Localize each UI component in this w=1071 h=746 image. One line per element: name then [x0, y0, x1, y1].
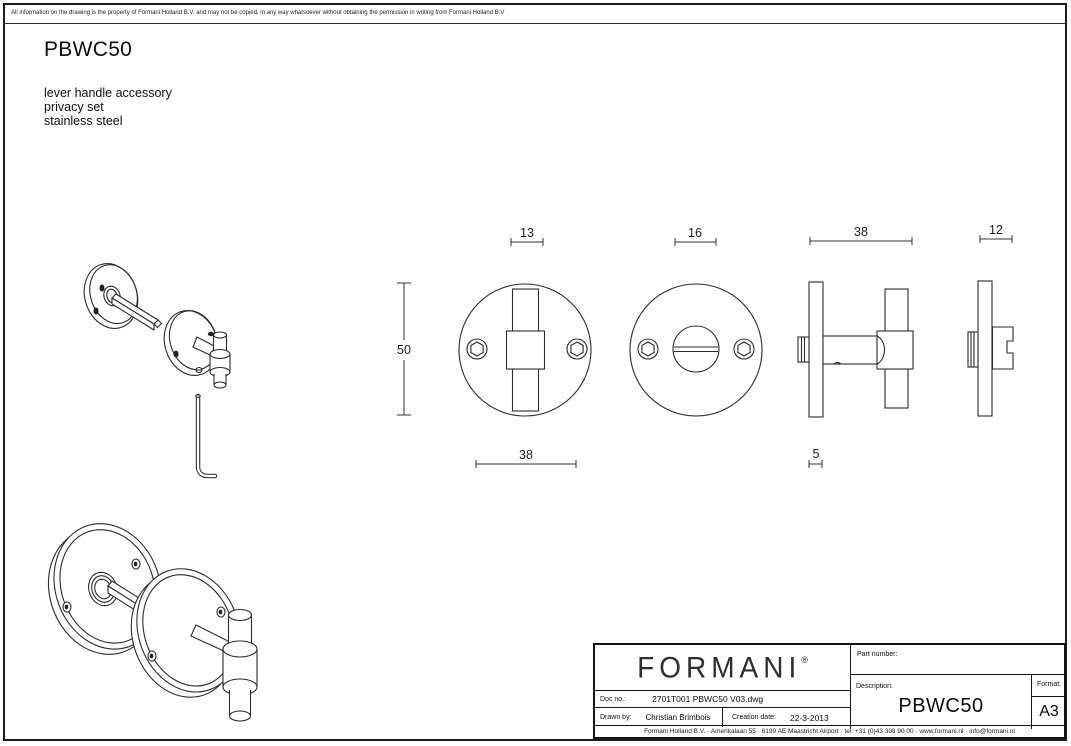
description-cell: Description: PBWC50 — [851, 675, 1032, 729]
company-contact-footer: Formani Holland B.V. · Amerikalaan 55 · … — [595, 725, 1064, 737]
dim-turn-length — [475, 460, 577, 468]
dimension-lines — [397, 235, 1013, 468]
thumb-turn — [207, 331, 231, 389]
dim-rosette-diameter — [397, 282, 411, 416]
doc-no-label: Doc no.: — [600, 695, 627, 703]
dim-label-50: 50 — [397, 343, 411, 357]
hex-screw-icon — [216, 606, 226, 618]
exploded-iso-view — [83, 263, 231, 479]
front-view — [458, 283, 592, 417]
dim-label-13: 13 — [520, 226, 534, 240]
description-label: Description: — [856, 683, 893, 690]
part-number-label: Part number: — [857, 651, 898, 658]
hex-screw-icon — [131, 558, 141, 570]
drawn-by-value: Christian Brimbois — [645, 713, 711, 722]
description-line: privacy set — [44, 100, 104, 114]
description-value: PBWC50 — [898, 695, 984, 717]
format-label: Format: — [1032, 675, 1066, 697]
hex-screw-icon — [637, 338, 659, 360]
drawn-by-row: Drawn by: Christian Brimbois Creation da… — [595, 708, 850, 727]
dim-label-5: 5 — [813, 447, 820, 461]
creation-date-label: Creation date: — [732, 714, 776, 721]
part-number-cell: Part number: — [851, 645, 1066, 675]
description-row: Description: PBWC50 Format: A3 — [851, 675, 1066, 729]
product-description: lever handle accessory privacy set stain… — [44, 86, 172, 128]
page-title: PBWC50 — [44, 38, 133, 61]
dim-back-release-width — [674, 238, 717, 246]
dim-label-38-top: 38 — [854, 225, 868, 239]
hex-screw-icon — [566, 338, 588, 360]
back-view — [629, 283, 763, 417]
copyright-disclaimer: All information on the drawing is the pr… — [5, 5, 1065, 24]
title-block-right: Part number: Description: PBWC50 Format:… — [851, 645, 1066, 729]
dim-side2-depth — [979, 235, 1013, 243]
description-line: lever handle accessory — [44, 86, 172, 100]
registered-trademark-icon: ® — [801, 653, 808, 665]
formani-logo: FORMANI® — [595, 645, 850, 691]
title-area: PBWC50 lever handle accessory privacy se… — [44, 38, 172, 128]
description-line: stainless steel — [44, 114, 123, 128]
hex-screw-icon — [466, 338, 488, 360]
format-cell: Format: A3 — [1032, 675, 1066, 729]
title-block-left: FORMANI® Doc no.: 2701T001 PBWC50 V03.dw… — [595, 645, 851, 729]
cell-divider — [722, 708, 723, 727]
hex-screw-icon — [733, 338, 755, 360]
dim-front-turn-width — [510, 238, 544, 246]
title-block: FORMANI® Doc no.: 2701T001 PBWC50 V03.dw… — [593, 643, 1066, 739]
dim-label-16: 16 — [688, 226, 702, 240]
doc-no-row: Doc no.: 2701T001 PBWC50 V03.dwg — [595, 691, 850, 708]
logo-text: FORMANI — [637, 650, 802, 684]
dim-label-38-bottom: 38 — [519, 448, 533, 462]
side-view-2 — [967, 280, 1014, 417]
drawn-by-label: Drawn by: — [600, 714, 632, 721]
dim-side-total-depth — [809, 237, 913, 245]
format-value: A3 — [1039, 703, 1059, 720]
hex-screw-icon — [147, 650, 157, 662]
creation-date-value: 22-3-2013 — [790, 712, 829, 723]
allen-key-icon — [195, 393, 218, 479]
hex-screw-icon — [62, 601, 72, 613]
dim-label-12: 12 — [989, 223, 1003, 237]
thumb-turn — [222, 608, 258, 722]
side-view — [797, 281, 914, 418]
assembled-iso-view — [47, 523, 258, 722]
dimension-labels: 13 16 38 12 50 38 5 — [397, 223, 1003, 462]
dim-rosette-thickness — [808, 460, 823, 468]
doc-no-value: 2701T001 PBWC50 V03.dwg — [652, 694, 764, 704]
